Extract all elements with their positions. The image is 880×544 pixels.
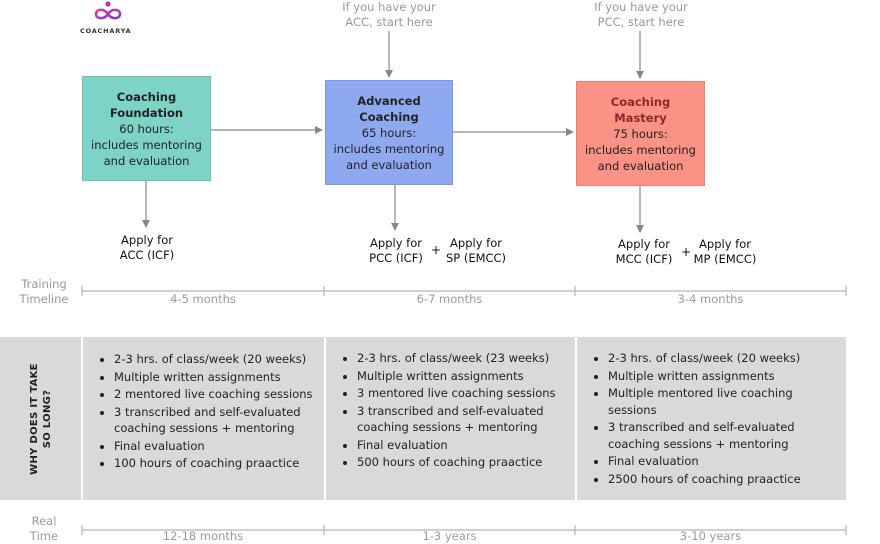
requirement-item: 500 hours of coaching praactice: [357, 454, 567, 471]
stage-hours: 60 hours:: [119, 121, 174, 136]
column-divider: [575, 337, 577, 500]
label-line-1: Real: [31, 514, 57, 528]
requirement-item: 2 mentored live coaching sessions: [114, 386, 316, 403]
requirement-item: 3 transcribed and self-evaluated coachin…: [114, 404, 316, 437]
why-line-2: SO LONG?: [42, 389, 54, 448]
apply-line-1: Apply for: [699, 237, 751, 251]
stage-includes-line-1: includes mentoring: [333, 141, 445, 156]
stage-title-line-2: Coaching: [359, 109, 419, 124]
label-line-2: Time: [29, 529, 59, 543]
stage-title-line-1: Coaching: [610, 94, 671, 109]
stage-includes-line-1: includes mentoring: [91, 137, 202, 152]
plus-sign: +: [431, 243, 442, 257]
requirement-item: 100 hours of coaching praactice: [114, 455, 316, 472]
column-divider: [81, 337, 83, 500]
coacharya-logo: [94, 1, 122, 20]
requirement-item: Multiple written assignments: [114, 369, 316, 386]
why-label: WHY DOES IT TAKE SO LONG?: [0, 337, 82, 500]
column-divider: [324, 337, 326, 500]
requirement-item: Final evaluation: [114, 438, 316, 455]
apply-pcc-icf: Apply for PCC (ICF): [353, 236, 439, 266]
stage-includes-line-2: and evaluation: [346, 157, 432, 172]
stage-coaching-foundation: Coaching Foundation 60 hours: includes m…: [82, 76, 211, 181]
apply-line-2: PCC (ICF): [369, 251, 423, 265]
apply-line-2: SP (EMCC): [445, 251, 507, 265]
requirement-item: Multiple written assignments: [608, 368, 838, 385]
apply-line-1: Apply for: [370, 236, 422, 250]
apply-line-2: MCC (ICF): [615, 252, 673, 266]
requirement-item: 3 transcribed and self-evaluated coachin…: [357, 403, 567, 436]
acc-start-note: If you have your ACC, start here: [330, 0, 448, 30]
stage-hours: 65 hours:: [361, 125, 417, 140]
requirement-item: 2-3 hrs. of class/week (20 weeks): [608, 350, 838, 367]
stage-advanced-coaching: Advanced Coaching 65 hours: includes men…: [325, 80, 453, 185]
plus-sign: +: [681, 245, 692, 259]
stage-title-line-1: Advanced: [357, 93, 421, 108]
requirement-item: 2500 hours of coaching praactice: [608, 471, 838, 488]
apply-acc-icf: Apply for ACC (ICF): [104, 233, 190, 263]
requirements-advanced: 2-3 hrs. of class/week (23 weeks) Multip…: [326, 337, 575, 500]
apply-mp-emcc: Apply for MP (EMCC): [682, 237, 768, 267]
acc-note-line-2: ACC, start here: [345, 15, 433, 29]
requirement-item: Multiple written assignments: [357, 368, 567, 385]
apply-mcc-icf: Apply for MCC (ICF): [601, 237, 687, 267]
real-duration-3: 3-10 years: [679, 529, 742, 543]
label-line-1: Training: [21, 277, 67, 291]
requirement-item: 3 transcribed and self-evaluated coachin…: [608, 419, 838, 452]
training-duration-1: 4-5 months: [170, 292, 236, 306]
stage-includes-line-1: includes mentoring: [585, 142, 696, 157]
requirement-item: 2-3 hrs. of class/week (23 weeks): [357, 350, 567, 367]
real-duration-1: 12-18 months: [162, 529, 244, 543]
training-duration-3: 3-4 months: [677, 292, 744, 306]
requirement-item: 2-3 hrs. of class/week (20 weeks): [114, 351, 316, 368]
why-line-1: WHY DOES IT TAKE: [29, 362, 41, 475]
apply-sp-emcc: Apply for SP (EMCC): [433, 236, 519, 266]
pcc-note-line-2: PCC, start here: [597, 15, 685, 29]
acc-note-line-1: If you have your: [342, 0, 436, 14]
stage-title-line-1: Coaching: [116, 89, 177, 104]
real-duration-2: 1-3 years: [422, 529, 477, 543]
apply-line-2: ACC (ICF): [119, 248, 175, 262]
stage-includes-line-2: and evaluation: [597, 158, 684, 173]
training-duration-2: 6-7 months: [416, 292, 483, 306]
pcc-note-line-1: If you have your: [594, 0, 688, 14]
requirements-foundation: 2-3 hrs. of class/week (20 weeks) Multip…: [83, 337, 324, 500]
training-timeline-label: Training Timeline: [0, 277, 88, 307]
requirements-band: [0, 337, 846, 500]
stage-title-line-2: Mastery: [614, 110, 667, 125]
requirement-item: Multiple mentored live coaching sessions: [608, 385, 838, 418]
pcc-start-note: If you have your PCC, start here: [582, 0, 700, 30]
stage-hours: 75 hours:: [613, 126, 668, 141]
requirement-item: Final evaluation: [357, 437, 567, 454]
apply-line-1: Apply for: [121, 233, 173, 247]
stage-coaching-mastery: Coaching Mastery 75 hours: includes ment…: [576, 81, 705, 186]
requirements-mastery: 2-3 hrs. of class/week (20 weeks) Multip…: [577, 337, 846, 500]
requirement-item: Final evaluation: [608, 453, 838, 470]
requirement-item: 3 mentored live coaching sessions: [357, 385, 567, 402]
stage-title-line-2: Foundation: [109, 105, 184, 120]
apply-line-1: Apply for: [450, 236, 502, 250]
stage-includes-line-2: and evaluation: [103, 153, 190, 168]
apply-line-1: Apply for: [618, 237, 670, 251]
brand-name: COACHARYA: [80, 27, 132, 35]
apply-line-2: MP (EMCC): [693, 252, 757, 266]
label-line-2: Timeline: [19, 292, 69, 306]
